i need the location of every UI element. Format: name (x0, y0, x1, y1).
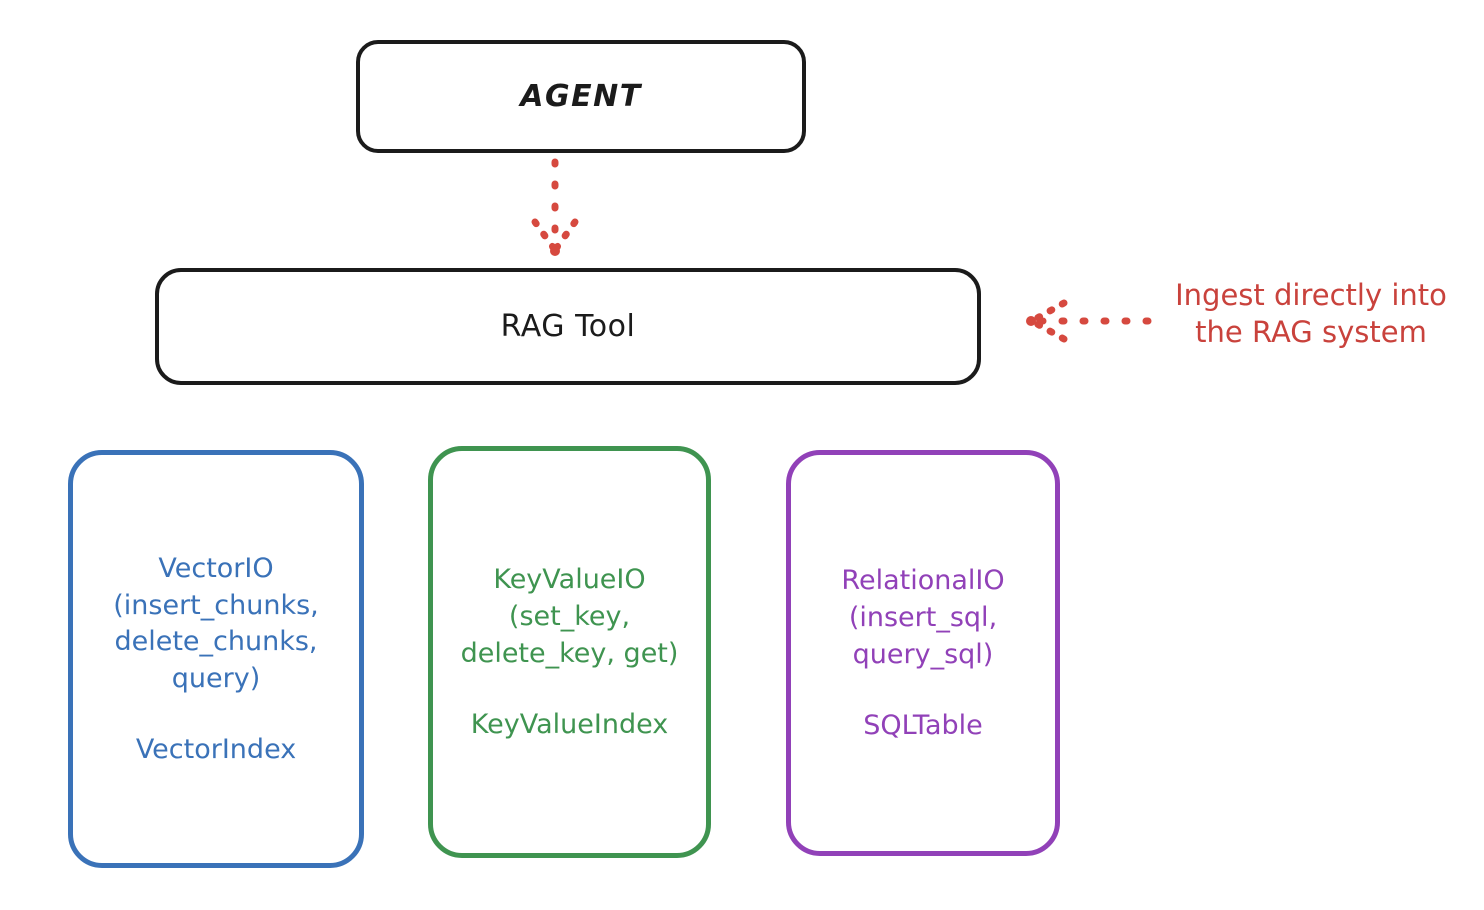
dotted-arrow-left-icon (1026, 299, 1152, 343)
node-agent-label: AGENT (520, 79, 642, 114)
node-key-value-io-api: KeyValueIO (set_key, delete_key, get) (460, 564, 679, 669)
dotted-arrow-down-icon (531, 158, 579, 256)
node-rag-tool[interactable]: RAG Tool (155, 268, 981, 385)
node-key-value-io[interactable]: KeyValueIO (set_key, delete_key, get) Ke… (428, 446, 711, 858)
node-relational-io-api: RelationalIO (insert_sql, query_sql) (841, 565, 1005, 670)
node-vector-io-api: VectorIO (insert_chunks, delete_chunks, … (113, 553, 319, 695)
node-rag-tool-label: RAG Tool (500, 309, 636, 344)
node-relational-io[interactable]: RelationalIO (insert_sql, query_sql) SQL… (786, 450, 1060, 856)
annotation-ingest: Ingest directly into the RAG system (1175, 278, 1447, 350)
node-relational-io-index: SQLTable (863, 709, 983, 741)
node-agent[interactable]: AGENT (356, 40, 806, 153)
node-key-value-io-index: KeyValueIndex (470, 708, 669, 740)
node-vector-io-index: VectorIndex (135, 733, 297, 765)
node-vector-io[interactable]: VectorIO (insert_chunks, delete_chunks, … (68, 450, 364, 868)
